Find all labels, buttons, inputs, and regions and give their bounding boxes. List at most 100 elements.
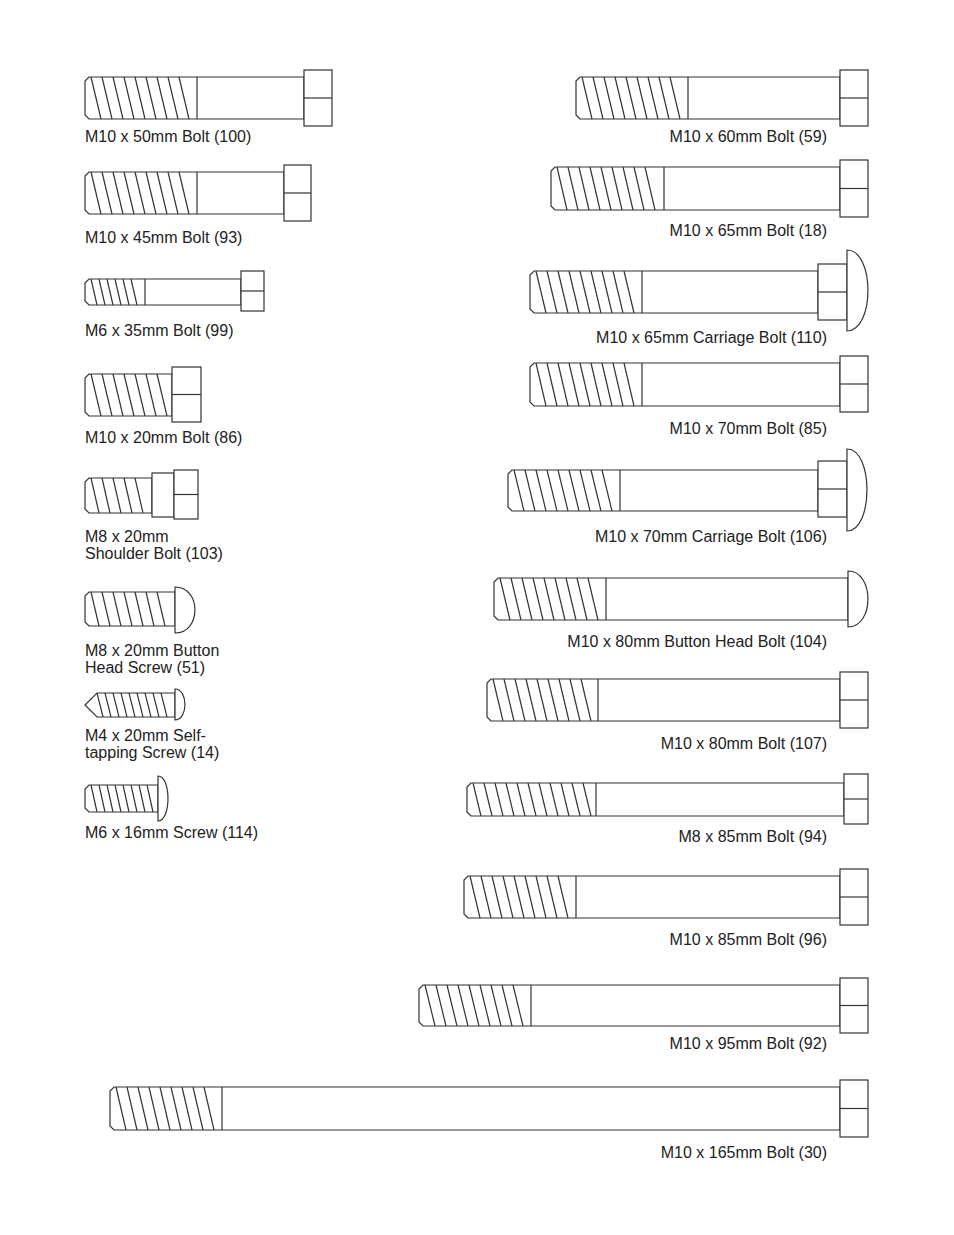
bolt-drawing: [110, 1080, 868, 1137]
thread-stroke: [146, 374, 156, 416]
bolt-shank: [85, 693, 175, 717]
thread-stroke: [548, 679, 558, 721]
thread-stroke: [124, 77, 134, 119]
bolt-head: [844, 774, 868, 824]
head-flat: [818, 488, 847, 489]
thread-stroke: [515, 679, 525, 721]
thread-stroke: [484, 783, 492, 816]
bolt-shank: [576, 77, 840, 119]
bolt-shank: [494, 578, 848, 620]
thread-stroke: [157, 592, 165, 626]
thread-stroke: [193, 1087, 203, 1130]
thread-stroke: [139, 785, 145, 812]
thread-stroke: [91, 172, 101, 214]
thread-end: [221, 1087, 222, 1130]
bolt-shank: [487, 679, 840, 721]
thread-stroke: [102, 478, 110, 513]
thread-stroke: [624, 271, 634, 313]
bolt-head: [840, 672, 868, 728]
bolt-shank: [85, 279, 241, 305]
thread-stroke: [579, 167, 589, 210]
dome-head: [175, 689, 185, 720]
thread-stroke: [91, 279, 97, 305]
thread-stroke: [473, 783, 481, 816]
thread-stroke: [115, 279, 121, 305]
part-label: M8 x 20mm Shoulder Bolt (103): [85, 528, 230, 562]
thread-end: [595, 783, 596, 816]
thread-stroke: [536, 876, 546, 918]
thread-stroke: [581, 679, 591, 721]
thread-stroke: [157, 172, 167, 214]
thread-stroke: [568, 167, 578, 210]
thread-stroke: [91, 478, 99, 513]
thread-stroke: [558, 271, 568, 313]
thread-stroke: [670, 77, 680, 119]
thread-stroke: [124, 478, 132, 513]
head-flat: [284, 192, 311, 193]
bolt-drawing: [85, 689, 185, 720]
thread-stroke: [102, 172, 112, 214]
thread-stroke: [157, 374, 167, 416]
bolt-shank: [467, 783, 844, 816]
bolt-head: [840, 70, 868, 126]
bolt-drawing: [530, 250, 868, 331]
part-label: M10 x 60mm Bolt (59): [670, 128, 827, 145]
thread-stroke: [645, 167, 655, 210]
bolt-head: [241, 271, 264, 311]
part-label: M10 x 80mm Button Head Bolt (104): [567, 633, 827, 650]
dome-head: [847, 250, 868, 331]
thread-stroke: [580, 470, 590, 511]
bolt-head: [818, 461, 847, 517]
bolt-drawing: [85, 587, 195, 633]
bolt-drawing: [551, 160, 868, 217]
thread-stroke: [160, 1087, 170, 1130]
thread-stroke: [157, 77, 167, 119]
thread-stroke: [113, 172, 123, 214]
thread-stroke: [123, 785, 129, 812]
thread-stroke: [425, 985, 435, 1026]
thread-stroke: [113, 374, 123, 416]
thread-stroke: [436, 985, 446, 1026]
thread-stroke: [525, 470, 535, 511]
thread-stroke: [113, 77, 123, 119]
thread-stroke: [526, 679, 536, 721]
thread-stroke: [470, 876, 480, 918]
thread-stroke: [492, 876, 502, 918]
thread-stroke: [493, 679, 503, 721]
thread-stroke: [91, 785, 97, 812]
thread-stroke: [135, 172, 145, 214]
thread-stroke: [107, 785, 113, 812]
thread-stroke: [555, 578, 565, 620]
thread-stroke: [536, 470, 546, 511]
thread-stroke: [153, 693, 159, 717]
thread-end: [663, 167, 664, 210]
thread-stroke: [121, 693, 127, 717]
thread-stroke: [536, 271, 546, 313]
bolt-head: [174, 470, 198, 519]
thread-stroke: [102, 77, 112, 119]
thread-stroke: [469, 985, 479, 1026]
bolt-drawing: [487, 672, 868, 728]
bolt-head: [840, 160, 868, 217]
part-label: M10 x 50mm Bolt (100): [85, 128, 251, 145]
part-label: M10 x 165mm Bolt (30): [661, 1144, 827, 1161]
thread-stroke: [547, 876, 557, 918]
bolt-shank: [85, 478, 152, 513]
bolt-drawing: [85, 367, 201, 422]
thread-stroke: [547, 363, 557, 406]
thread-stroke: [145, 693, 151, 717]
head-flat: [241, 290, 264, 291]
thread-end: [530, 985, 531, 1026]
thread-stroke: [124, 592, 132, 626]
thread-stroke: [615, 77, 625, 119]
thread-stroke: [623, 167, 633, 210]
thread-stroke: [569, 363, 579, 406]
thread-stroke: [612, 167, 622, 210]
thread-stroke: [588, 578, 598, 620]
thread-stroke: [648, 77, 658, 119]
bolt-drawing: [530, 356, 868, 412]
bolt-drawing: [85, 165, 311, 221]
thread-stroke: [582, 77, 592, 119]
part-label: M8 x 20mm Button Head Screw (51): [85, 642, 230, 676]
thread-stroke: [558, 363, 568, 406]
